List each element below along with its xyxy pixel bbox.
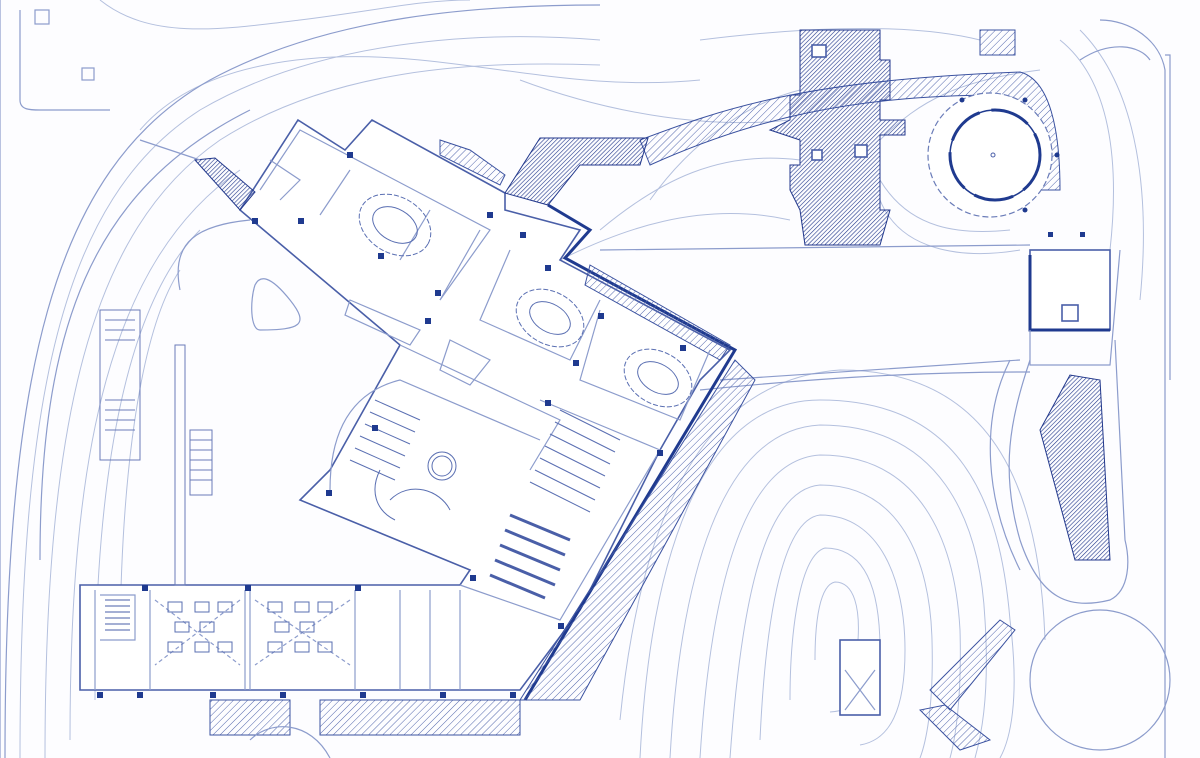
entrance-plaza-pavement <box>639 29 1061 246</box>
roads <box>0 0 1171 758</box>
south-wing-classrooms <box>94 590 461 690</box>
stair-blocks <box>99 309 213 586</box>
library-desks <box>349 399 621 600</box>
hill-contours <box>619 369 1046 758</box>
east-entrance-block <box>1028 249 1121 366</box>
internal-walls <box>259 129 711 621</box>
site-details <box>139 29 1171 758</box>
main-building <box>79 118 1111 751</box>
lecture-hall-seating <box>358 193 693 521</box>
structural-columns <box>97 152 1085 698</box>
circular-pavilion <box>927 92 1060 218</box>
